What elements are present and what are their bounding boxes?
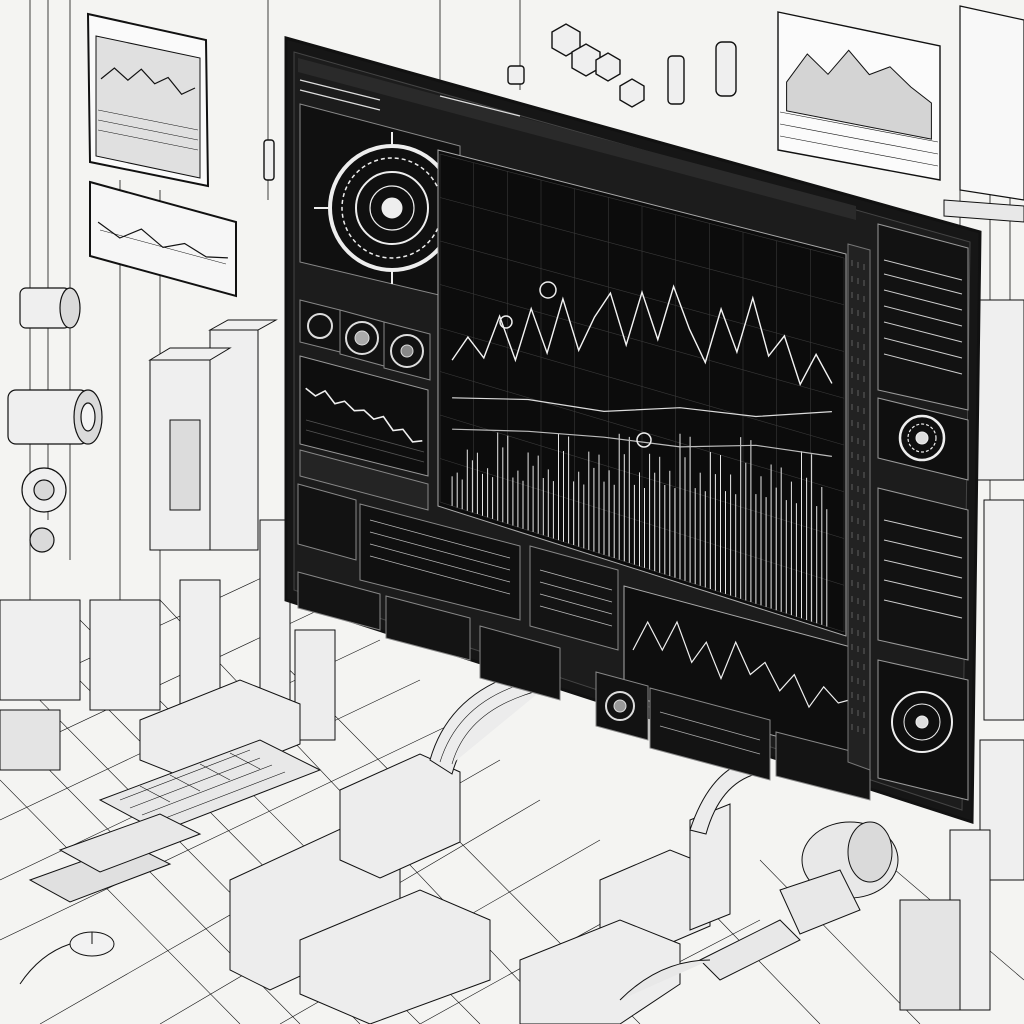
left-chart-trace bbox=[305, 387, 423, 443]
hanging-chart-left-top-trace bbox=[100, 67, 196, 96]
main-chart-bars bbox=[451, 432, 828, 627]
hex-modules bbox=[263, 23, 737, 181]
round-knob-icon bbox=[21, 467, 67, 513]
ring-dial-icon[interactable] bbox=[605, 691, 635, 721]
hanging-cylinders bbox=[7, 287, 103, 553]
main-chart-trend-line-1 bbox=[452, 397, 832, 418]
round-knob-icon[interactable] bbox=[307, 313, 333, 339]
main-chart-trend-line-2 bbox=[452, 428, 832, 457]
right-tower-cluster bbox=[899, 299, 1024, 1011]
ribbed-cable-icon bbox=[429, 669, 757, 835]
main-chart-grid-line bbox=[439, 327, 845, 446]
hanging-chart-left-mid-trace bbox=[97, 221, 228, 259]
left-list-panels bbox=[297, 449, 521, 661]
right-column-panels bbox=[847, 223, 969, 801]
bottom-panels bbox=[479, 545, 871, 801]
mechanical-arm-icon bbox=[619, 821, 899, 1001]
hanging-panel-left-mid bbox=[89, 180, 237, 298]
main-chart-grid-line bbox=[439, 284, 845, 399]
round-knob-icon[interactable] bbox=[390, 334, 424, 368]
cylinder-icon bbox=[19, 287, 81, 329]
concentric-ring-gauge-icon[interactable] bbox=[898, 414, 946, 462]
screen-header-bar bbox=[298, 58, 856, 220]
main-chart-upper-trace bbox=[451, 284, 833, 387]
bottom-chart-trace bbox=[632, 620, 854, 709]
round-knob-icon[interactable] bbox=[345, 321, 379, 355]
dashboard-screen bbox=[284, 36, 982, 825]
gear-icon bbox=[29, 527, 55, 553]
knob-panel-row bbox=[299, 299, 431, 381]
keyboard-icon bbox=[28, 739, 322, 903]
main-chart-grid-line bbox=[439, 240, 845, 352]
hanging-panel-left-top bbox=[86, 12, 210, 188]
computer-mouse-icon bbox=[19, 931, 115, 985]
main-chart-grid-line bbox=[439, 371, 845, 493]
left-chart-panel[interactable] bbox=[299, 355, 429, 477]
main-chart-panel[interactable] bbox=[437, 149, 847, 637]
hanging-chart-right-top-area bbox=[786, 49, 932, 140]
main-chart-grid-line bbox=[439, 197, 845, 306]
chart-marker-icon[interactable] bbox=[499, 281, 652, 448]
cylinder-icon bbox=[7, 389, 103, 445]
ring-dial-icon[interactable] bbox=[891, 691, 953, 753]
hanging-panel-right-top bbox=[777, 5, 1024, 223]
main-chart-grid-line bbox=[439, 153, 845, 259]
